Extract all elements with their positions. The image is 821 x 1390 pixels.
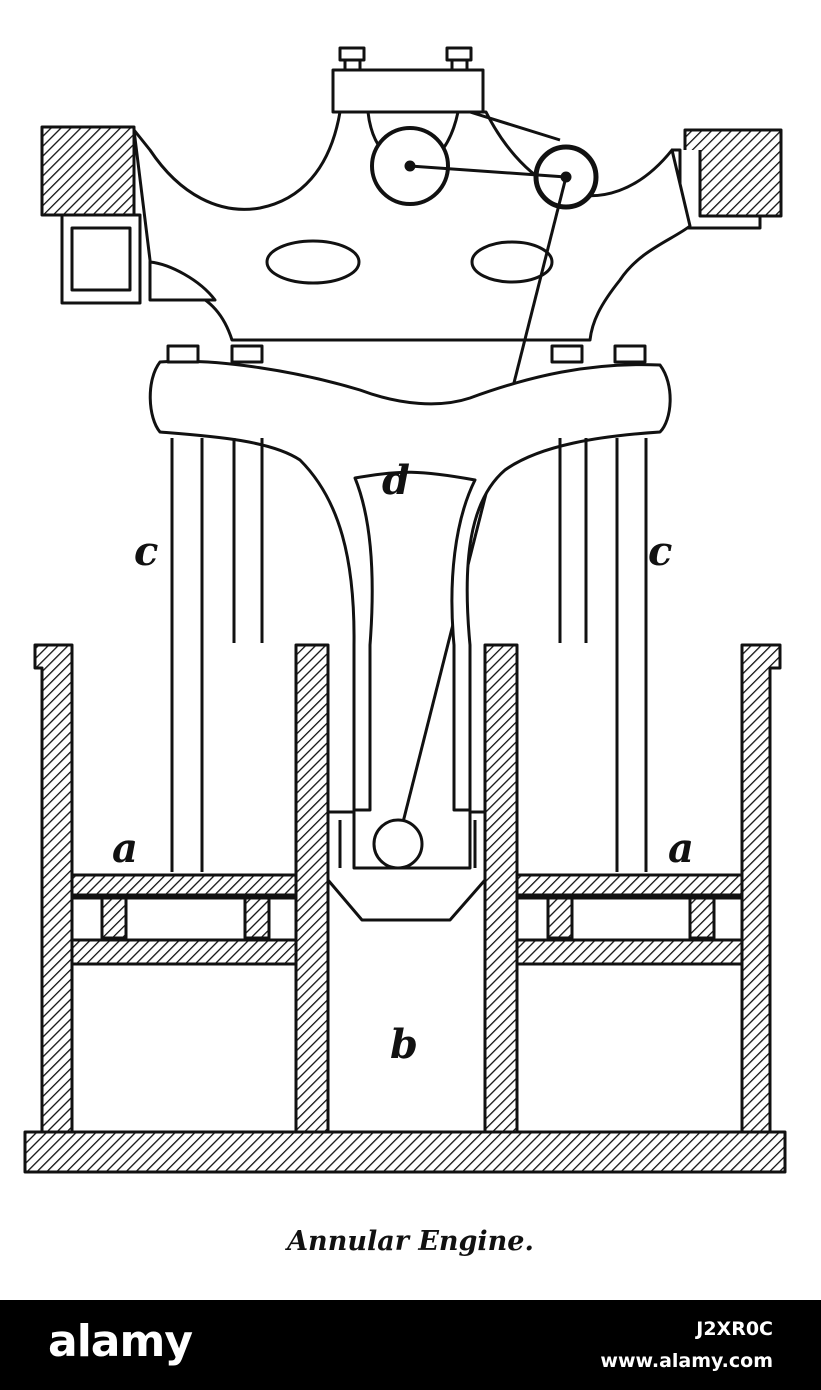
annular-engine-diagram: d c c a a b bbox=[23, 46, 787, 1174]
watermark-footer bbox=[0, 1300, 821, 1390]
annular-piston-left bbox=[70, 873, 298, 966]
figure-caption: Annular Engine. bbox=[287, 1226, 534, 1257]
site-url: www.alamy.com bbox=[600, 1350, 773, 1372]
crown-hole-right bbox=[470, 240, 554, 284]
alamy-logo: alamy bbox=[48, 1316, 193, 1367]
connecting-rod bbox=[396, 176, 568, 843]
label-b: b bbox=[390, 1021, 418, 1068]
label-c-left: c bbox=[134, 528, 158, 575]
label-d: d bbox=[382, 457, 410, 504]
left-beam-bracket bbox=[60, 213, 142, 305]
annular-cylinder bbox=[23, 643, 787, 1174]
label-a-left: a bbox=[112, 825, 138, 872]
crown-hole-left bbox=[265, 239, 361, 285]
annular-piston-right bbox=[515, 873, 744, 966]
crosshead-yoke bbox=[148, 359, 672, 812]
crosshead-pin bbox=[372, 818, 424, 870]
label-a-right: a bbox=[668, 825, 694, 872]
piston-rods bbox=[170, 438, 648, 872]
top-bearing-block bbox=[331, 46, 485, 114]
image-id: J2XR0C bbox=[696, 1318, 773, 1340]
left-beam-block bbox=[40, 125, 136, 217]
right-beam-bracket bbox=[672, 148, 762, 230]
label-c-right: c bbox=[648, 528, 672, 575]
trunk-b bbox=[326, 810, 487, 922]
